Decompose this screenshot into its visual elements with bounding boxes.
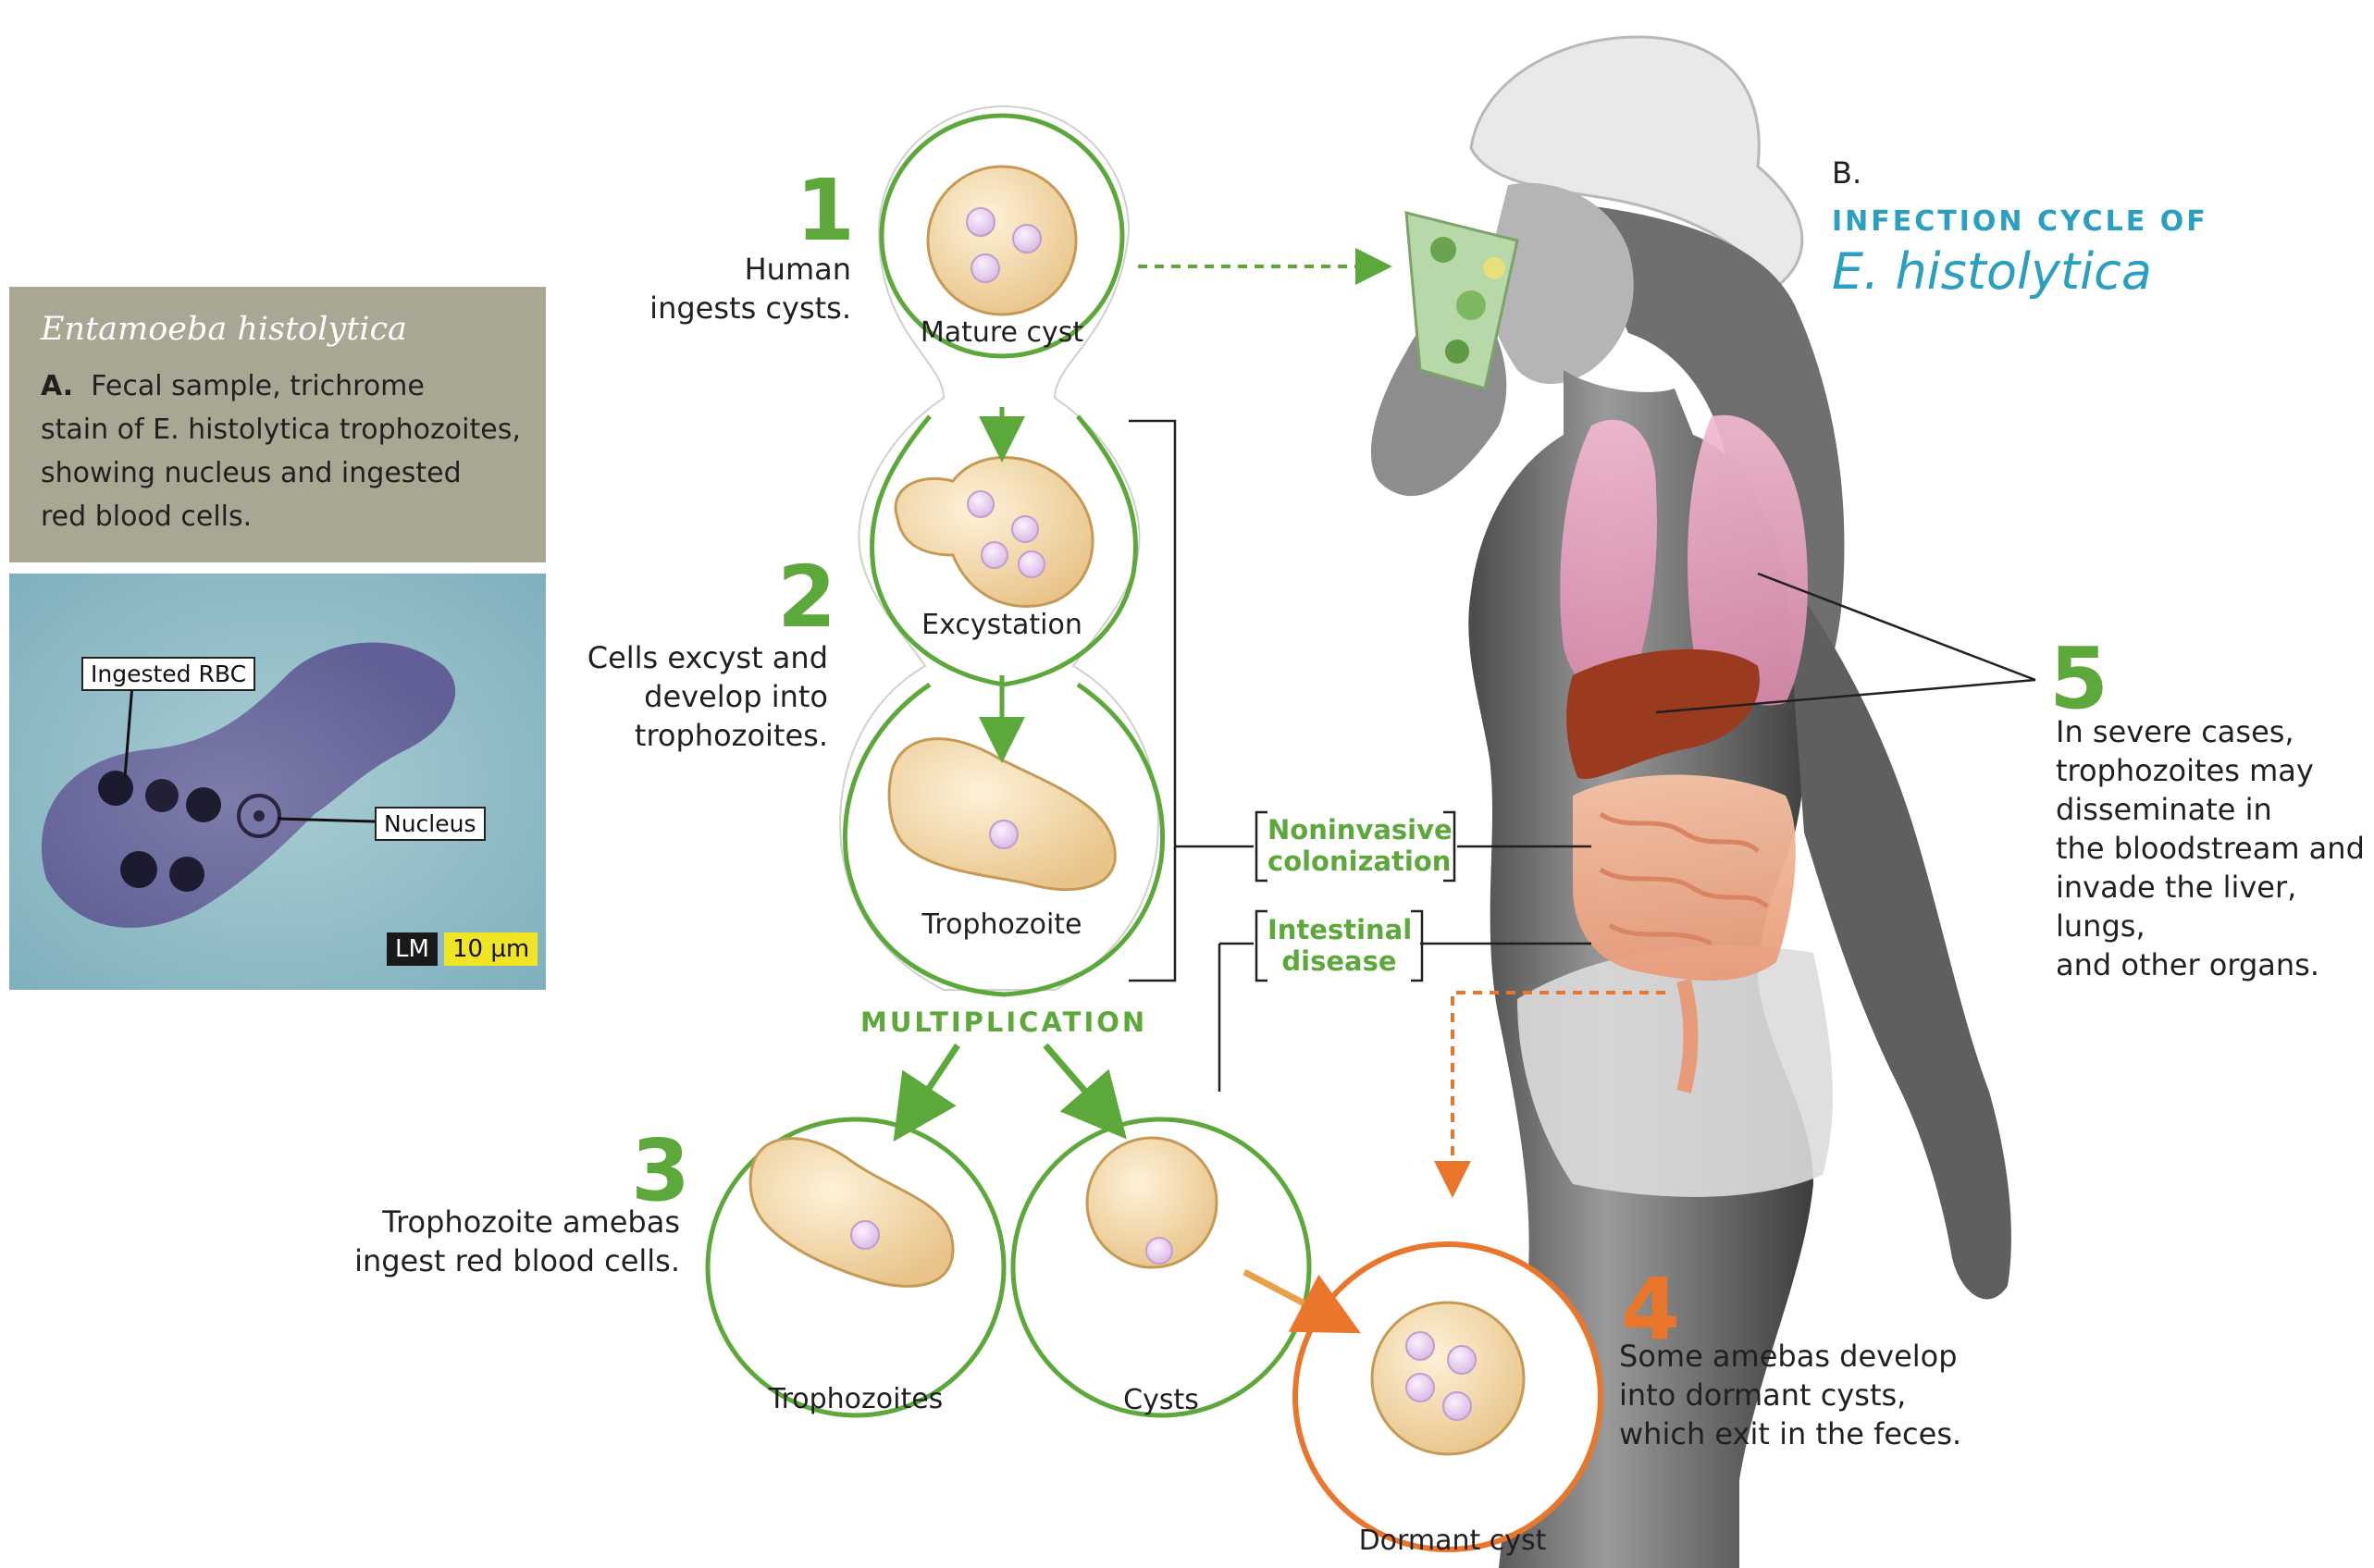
step-3-line-1: Trophozoite amebas [382, 1204, 680, 1240]
step-1-number: 1 [796, 161, 856, 260]
organs [1560, 414, 1808, 1093]
step-3-line-2: ingest red blood cells. [354, 1243, 680, 1278]
nucleus-label: Nucleus [375, 807, 486, 841]
micrograph: Ingested RBC Nucleus LM 10 µm [9, 574, 546, 990]
panel-a-line-1: Fecal sample, trichrome [91, 370, 425, 402]
excystation-label: Excystation [921, 609, 1082, 641]
step-4-line-2: into dormant cysts, [1619, 1377, 1907, 1413]
panel-a-line-3: showing nucleus and ingested [41, 457, 462, 489]
step-2-line-3: trophozoites. [634, 718, 828, 753]
panel-b-heading: INFECTION CYCLE OF [1832, 205, 2208, 238]
step-4-line-1: Some amebas develop [1619, 1339, 1958, 1374]
step-4-line-3: which exit in the feces. [1619, 1416, 1962, 1451]
panel-a-line-2: stain of E. histolytica trophozoites, [41, 414, 521, 446]
step-2-number: 2 [777, 548, 837, 647]
step-5-line-1: In severe cases, [2056, 714, 2294, 749]
lm-tag: LM [387, 932, 438, 966]
ingested-rbc-label: Ingested RBC [81, 657, 256, 691]
step-5-line-4: the bloodstream and [2056, 831, 2365, 866]
step-3-number: 3 [631, 1121, 691, 1220]
trophozoites-label: Trophozoites [768, 1383, 944, 1415]
step-5-line-5: invade the liver, lungs, [2056, 870, 2297, 944]
trophozoite-label: Trophozoite [921, 908, 1082, 941]
panel-b-letter: B. [1832, 155, 1862, 191]
step-4-text: Some amebas develop into dormant cysts, … [1619, 1337, 1989, 1453]
step-1-text: Human ingests cysts. [648, 250, 851, 327]
step-2-text: Cells excyst and develop into trophozoit… [555, 638, 828, 755]
panel-a-species: Entamoeba histolytica [41, 311, 407, 348]
step-4-number: 4 [1621, 1260, 1681, 1359]
step-2-line-1: Cells excyst and [587, 640, 828, 675]
step-5-number: 5 [2049, 629, 2109, 728]
step-1-line-1: Human [744, 252, 851, 287]
noninvasive-colonization-label: Noninvasive colonization [1267, 814, 1453, 877]
step-2-line-2: develop into [644, 679, 828, 714]
scale-bar-tag: 10 µm [444, 932, 538, 966]
dormant-cyst-label: Dormant cyst [1358, 1525, 1547, 1557]
intestinal-line-2: disease [1281, 945, 1397, 977]
step-5-line-2: trophozoites may [2056, 753, 2314, 788]
panel-a-line-4: red blood cells. [41, 500, 253, 533]
noninvasive-line-1: Noninvasive [1267, 814, 1453, 846]
step-5-line-3: disseminate in [2056, 792, 2272, 827]
multiplication-label: MULTIPLICATION [860, 1006, 1148, 1038]
step-5-text: In severe cases, trophozoites may dissem… [2056, 712, 2370, 984]
panel-a-letter: A. [41, 370, 74, 402]
step-3-text: Trophozoite amebas ingest red blood cell… [352, 1203, 680, 1280]
step-1-line-2: ingests cysts. [649, 290, 851, 326]
noninvasive-line-2: colonization [1267, 846, 1452, 877]
panel-a-description: A. Fecal sample, trichrome stain of E. h… [41, 364, 540, 538]
step-5-line-6: and other organs. [2056, 947, 2320, 982]
mature-cyst-label: Mature cyst [920, 316, 1084, 349]
panel-a-caption-box: Entamoeba histolytica A. Fecal sample, t… [9, 287, 546, 562]
cysts-label: Cysts [1123, 1384, 1199, 1416]
intestinal-line-1: Intestinal [1267, 914, 1413, 945]
panel-b-species: E. histolytica [1832, 242, 2152, 301]
intestinal-disease-label: Intestinal disease [1267, 914, 1413, 977]
